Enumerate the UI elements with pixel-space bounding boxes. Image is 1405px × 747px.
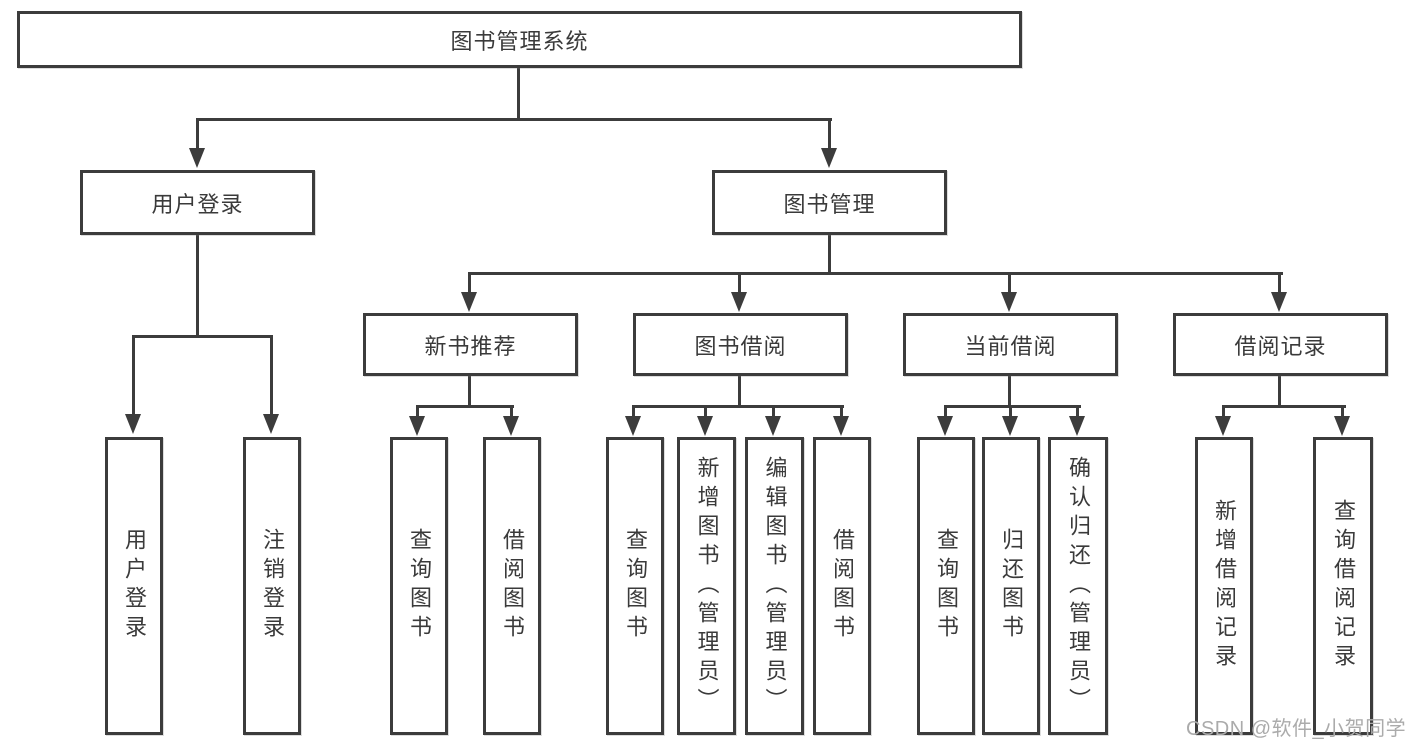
connector-to-leaf bbox=[1076, 405, 1079, 418]
leaf-add-books-admin: 新增图书（管理员） bbox=[677, 437, 736, 735]
connector-borrow-records-stem bbox=[1278, 376, 1281, 407]
leaf-query-borrow-record: 查询借阅记录 bbox=[1313, 437, 1373, 735]
connector-new-books-stem bbox=[468, 376, 471, 407]
arrow-down-icon bbox=[189, 148, 205, 168]
connector-root-stem bbox=[517, 66, 520, 120]
connector-user-login-hline bbox=[132, 335, 273, 338]
arrow-down-icon bbox=[503, 416, 519, 436]
arrow-down-icon bbox=[1002, 416, 1018, 436]
arrow-down-icon bbox=[125, 414, 141, 434]
connector-root-hline bbox=[196, 118, 832, 121]
node-book-mgmt: 图书管理 bbox=[712, 170, 947, 235]
leaf-borrow-books-1: 借阅图书 bbox=[483, 437, 541, 735]
arrow-down-icon bbox=[625, 416, 641, 436]
leaf-query-books-2: 查询图书 bbox=[606, 437, 664, 735]
connector-new-books-hline bbox=[416, 405, 514, 408]
leaf-confirm-return-admin: 确认归还（管理员） bbox=[1048, 437, 1108, 735]
connector-borrow-records-hline bbox=[1222, 405, 1346, 408]
connector-to-current-borrow bbox=[1008, 272, 1011, 295]
leaf-return-books: 归还图书 bbox=[982, 437, 1040, 735]
node-new-books: 新书推荐 bbox=[363, 313, 578, 376]
csdn-watermark: CSDN @软件_小贺同学 bbox=[1186, 718, 1405, 740]
connector-current-borrow-stem bbox=[1008, 376, 1011, 407]
connector-to-leaf bbox=[772, 405, 775, 418]
connector-to-leaf bbox=[704, 405, 707, 418]
connector-book-borrow-hline bbox=[632, 405, 844, 408]
connector-to-leaf bbox=[632, 405, 635, 418]
arrow-down-icon bbox=[461, 292, 477, 312]
connector-to-leaf bbox=[944, 405, 947, 418]
connector-to-leaf bbox=[416, 405, 419, 418]
arrow-down-icon bbox=[1069, 416, 1085, 436]
arrow-down-icon bbox=[1271, 292, 1287, 312]
connector-to-new-books bbox=[468, 272, 471, 295]
arrow-down-icon bbox=[1334, 416, 1350, 436]
node-borrow-records: 借阅记录 bbox=[1173, 313, 1388, 376]
arrow-down-icon bbox=[263, 414, 279, 434]
arrow-down-icon bbox=[821, 148, 837, 168]
connector-book-borrow-stem bbox=[738, 376, 741, 407]
arrow-down-icon bbox=[697, 416, 713, 436]
connector-to-user-login bbox=[196, 118, 199, 151]
connector-user-login-stem bbox=[196, 235, 199, 337]
arrow-down-icon bbox=[1001, 292, 1017, 312]
connector-to-leaf bbox=[1341, 405, 1344, 418]
connector-to-book-borrow bbox=[738, 272, 741, 295]
node-book-borrow: 图书借阅 bbox=[633, 313, 848, 376]
node-root: 图书管理系统 bbox=[17, 11, 1022, 68]
connector-book-mgmt-hline bbox=[468, 272, 1283, 275]
connector-current-borrow-hline bbox=[944, 405, 1081, 408]
leaf-query-books-1: 查询图书 bbox=[390, 437, 448, 735]
leaf-add-borrow-record: 新增借阅记录 bbox=[1195, 437, 1253, 735]
leaf-logout: 注销登录 bbox=[243, 437, 301, 735]
connector-to-leaf bbox=[840, 405, 843, 418]
connector-to-leaf bbox=[510, 405, 513, 418]
connector-to-leaf bbox=[1009, 405, 1012, 418]
node-user-login: 用户登录 bbox=[80, 170, 315, 235]
arrow-down-icon bbox=[765, 416, 781, 436]
connector-book-mgmt-stem bbox=[828, 233, 831, 274]
arrow-down-icon bbox=[731, 292, 747, 312]
node-current-borrow: 当前借阅 bbox=[903, 313, 1118, 376]
arrow-down-icon bbox=[937, 416, 953, 436]
leaf-query-books-3: 查询图书 bbox=[917, 437, 975, 735]
connector-to-book-mgmt bbox=[828, 118, 831, 151]
connector-to-borrow-records bbox=[1278, 272, 1281, 295]
connector-to-leaf bbox=[1222, 405, 1225, 418]
arrow-down-icon bbox=[409, 416, 425, 436]
connector-to-leaf bbox=[132, 335, 135, 416]
leaf-borrow-books-2: 借阅图书 bbox=[813, 437, 871, 735]
leaf-edit-books-admin: 编辑图书（管理员） bbox=[745, 437, 804, 735]
connector-to-leaf bbox=[270, 335, 273, 416]
arrow-down-icon bbox=[1215, 416, 1231, 436]
arrow-down-icon bbox=[833, 416, 849, 436]
leaf-user-login: 用户登录 bbox=[105, 437, 163, 735]
